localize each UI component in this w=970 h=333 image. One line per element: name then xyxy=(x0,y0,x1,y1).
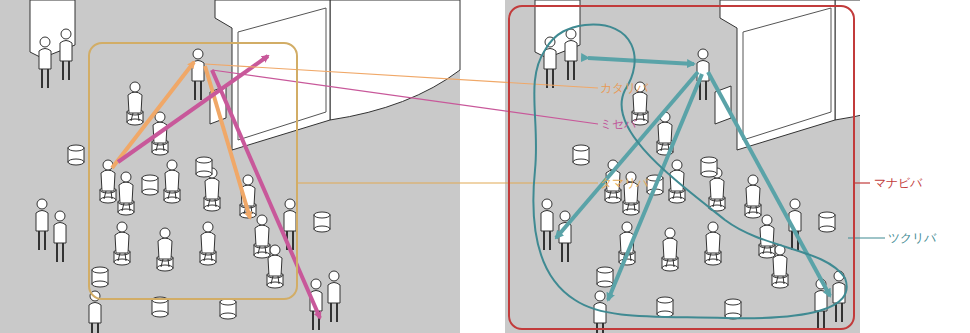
tsukuriba-area: ツクリバ xyxy=(525,20,850,325)
right-scene xyxy=(505,0,965,333)
callout-label: カタリバ xyxy=(600,81,648,95)
left-scene xyxy=(0,0,460,333)
right-arrows xyxy=(556,58,830,300)
tamariba-area: タマリバ xyxy=(88,42,298,300)
area-label: タマリバ xyxy=(600,176,648,190)
area-outline xyxy=(525,20,850,325)
left-arrows xyxy=(112,56,320,318)
manabiba-area: マナビバツクリバ xyxy=(508,5,855,330)
area-label: マナビバ xyxy=(874,176,922,190)
area-label: ツクリバ xyxy=(888,231,936,245)
area-outline-path xyxy=(533,25,846,319)
callout-label: ミセバ xyxy=(600,117,636,131)
